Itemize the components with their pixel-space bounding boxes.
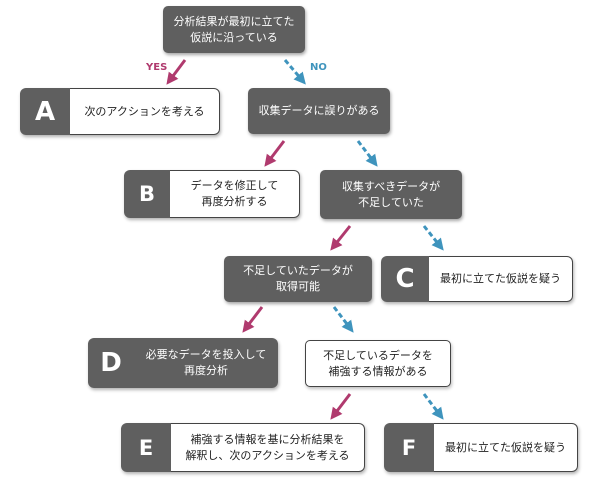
result-b-letter: B <box>124 170 170 218</box>
no-arrow-q2 <box>356 140 378 167</box>
no-arrow-q3 <box>422 225 444 251</box>
decision-data-obtainable: 不足していたデータが 取得可能 <box>224 256 372 302</box>
decision-data-error: 収集データに誤りがある <box>248 88 390 134</box>
result-f-letter: F <box>384 423 434 472</box>
result-b-text: データを修正して 再度分析する <box>170 170 300 218</box>
result-a-letter: A <box>20 88 70 135</box>
result-f: F 最初に立てた仮説を疑う <box>384 423 578 472</box>
result-d-text: 必要なデータを投入して 再度分析 <box>134 338 278 388</box>
result-f-text: 最初に立てた仮説を疑う <box>434 423 578 472</box>
result-c: C 最初に立てた仮説を疑う <box>381 256 573 302</box>
result-a-text: 次のアクションを考える <box>70 88 220 135</box>
result-a: A 次のアクションを考える <box>20 88 220 135</box>
no-arrow-q5 <box>422 393 444 420</box>
yes-arrow-q5 <box>330 393 352 420</box>
no-arrow-q1 <box>283 59 306 85</box>
result-e-letter: E <box>121 423 171 472</box>
no-label: NO <box>310 62 327 73</box>
result-e: E 補強する情報を基に分析結果を 解釈し、次のアクションを考える <box>121 423 365 472</box>
result-e-text: 補強する情報を基に分析結果を 解釈し、次のアクションを考える <box>171 423 365 472</box>
yes-arrow-q2 <box>264 140 286 167</box>
yes-arrow-q3 <box>330 225 352 251</box>
yes-label: YES <box>146 62 168 73</box>
yes-arrow-q1 <box>166 59 187 85</box>
result-c-text: 最初に立てた仮説を疑う <box>429 256 573 302</box>
decision-supplement-info: 不足しているデータを 補強する情報がある <box>305 340 451 387</box>
result-d: D 必要なデータを投入して 再度分析 <box>88 338 278 388</box>
no-arrow-q4 <box>332 306 354 333</box>
result-c-letter: C <box>381 256 429 302</box>
result-d-letter: D <box>88 338 134 388</box>
yes-arrow-q4 <box>242 306 264 333</box>
decision-hypothesis-match: 分析結果が最初に立てた 仮説に沿っている <box>163 6 305 53</box>
decision-data-missing: 収集すべきデータが 不足していた <box>320 170 462 219</box>
result-b: B データを修正して 再度分析する <box>124 170 300 218</box>
